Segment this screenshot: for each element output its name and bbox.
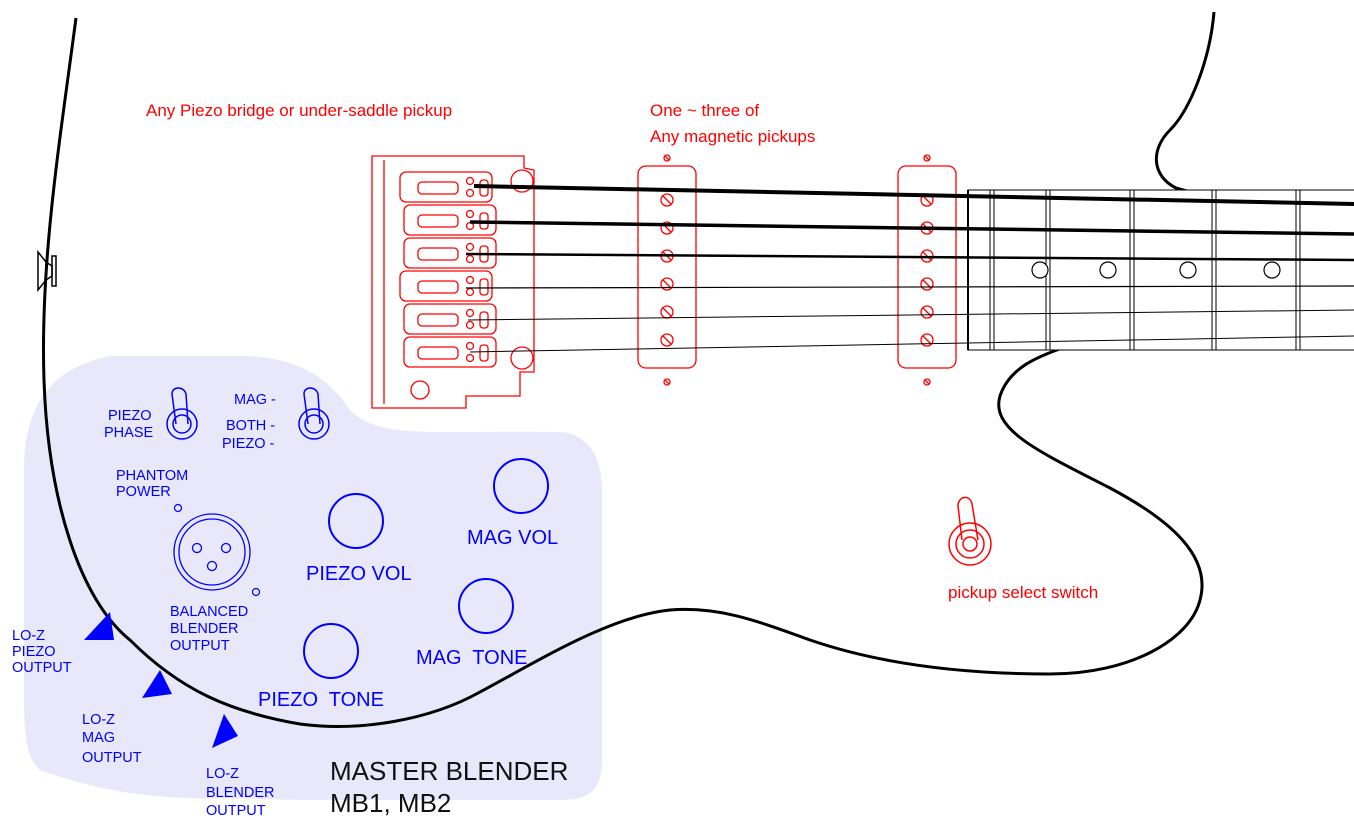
mode-piezo-label: PIEZO - [222,436,275,452]
pickup-select-switch-icon [948,496,992,566]
saddle-slot [417,247,459,261]
lo-z-mag-output-icon [142,670,172,698]
saddle-screw [465,188,475,198]
lo-z-blender-label-1: LO-Z [206,766,239,782]
polepiece-slot [662,195,672,205]
mag-tone-label: MAG TONE [416,647,528,669]
balanced-output-label-2: BLENDER [170,621,239,637]
piezo-bridge [371,155,535,409]
phantom-power-label-1: PHANTOM [116,468,188,484]
magnetic-pickups-label-2: Any magnetic pickups [650,127,815,146]
saddle-screw [465,275,475,285]
piezo-vol-label: PIEZO VOL [306,563,412,585]
lo-z-blender-output-icon [212,714,238,748]
lo-z-mag-label-2: MAG [82,730,115,746]
phantom-power-label-2: POWER [116,484,171,500]
saddle-screw [465,242,475,252]
polepiece [660,221,674,235]
xlr-jack-icon [173,513,251,591]
polepiece-slot [922,335,932,345]
lo-z-piezo-label-1: LO-Z [12,628,45,644]
bridge-saddle [403,204,497,236]
balanced-output-label-1: BALANCED [170,604,248,620]
balanced-output-label-3: OUTPUT [170,638,230,654]
saddle-slot [417,181,459,195]
pickup-select-label: pickup select switch [948,583,1098,602]
lo-z-blender-label-2: BLENDER [206,785,275,801]
saddle-screw [465,209,475,219]
mode-mag-label: MAG - [234,392,276,408]
polepiece [660,193,674,207]
piezo-tone-knob-icon [303,623,359,679]
body-outline-horn [1155,11,1216,194]
fret-inlay-icon [1179,261,1197,279]
lo-z-piezo-label-3: OUTPUT [12,660,72,676]
magnetic-pickups-label-1: One ~ three of [650,101,759,120]
body-outline-left [41,17,1204,728]
polepiece [660,333,674,347]
polepiece-slot [662,307,672,317]
polepiece-slot [662,279,672,289]
lo-z-mag-label-3: OUTPUT [82,750,142,766]
polepiece [920,333,934,347]
fret-inlay-icon [1099,261,1117,279]
piezo-phase-label-2: PHASE [104,425,153,441]
saddle-screw [465,254,475,264]
saddle-screw [465,341,475,351]
bridge-saddle [403,303,497,335]
lo-z-piezo-output-icon [84,612,114,640]
saddle-height-screw [479,278,489,296]
saddle-slot [417,280,459,294]
strap-button-icon [37,249,57,293]
piezo-phase-toggle-icon [166,387,198,440]
piezo-phase-label-1: PIEZO [108,408,152,424]
mag-vol-label: MAG VOL [467,527,558,549]
lo-z-mag-label-1: LO-Z [82,712,115,728]
polepiece-slot [662,335,672,345]
saddle-height-screw [479,344,489,362]
saddle-screw [465,308,475,318]
magnetic-pickup-bridge [897,154,957,386]
lo-z-piezo-label-2: PIEZO [12,644,56,660]
strings [465,184,1354,353]
piezo-vol-knob-icon [328,493,384,549]
mode-both-label: BOTH - [226,418,275,434]
saddle-screw [465,176,475,186]
fretboard [967,189,1354,351]
saddle-slot [417,346,459,360]
polepiece [660,277,674,291]
mag-vol-knob-icon [493,458,549,514]
bridge-saddle [399,270,493,302]
mag-tone-knob-icon [458,578,514,634]
piezo-bridge-label: Any Piezo bridge or under-saddle pickup [146,101,452,120]
fret-inlay-icon [1031,261,1049,279]
saddle-screw [465,353,475,363]
polepiece [920,277,934,291]
magnetic-pickup-neck [637,154,697,386]
saddle-screw [465,320,475,330]
phantom-power-led-icon [173,503,183,513]
fret-inlay-icon [1263,261,1281,279]
balanced-output-led-icon [251,587,261,597]
mode-toggle-icon [298,387,330,440]
saddle-slot [417,313,459,327]
lo-z-blender-label-3: OUTPUT [206,803,266,819]
title-line-1: MASTER BLENDER [330,756,568,786]
saddle-screw [465,287,475,297]
polepiece-slot [922,195,932,205]
polepiece [920,305,934,319]
title-line-2: MB1, MB2 [330,788,451,818]
saddle-slot [417,214,459,228]
piezo-tone-label: PIEZO TONE [258,689,384,711]
